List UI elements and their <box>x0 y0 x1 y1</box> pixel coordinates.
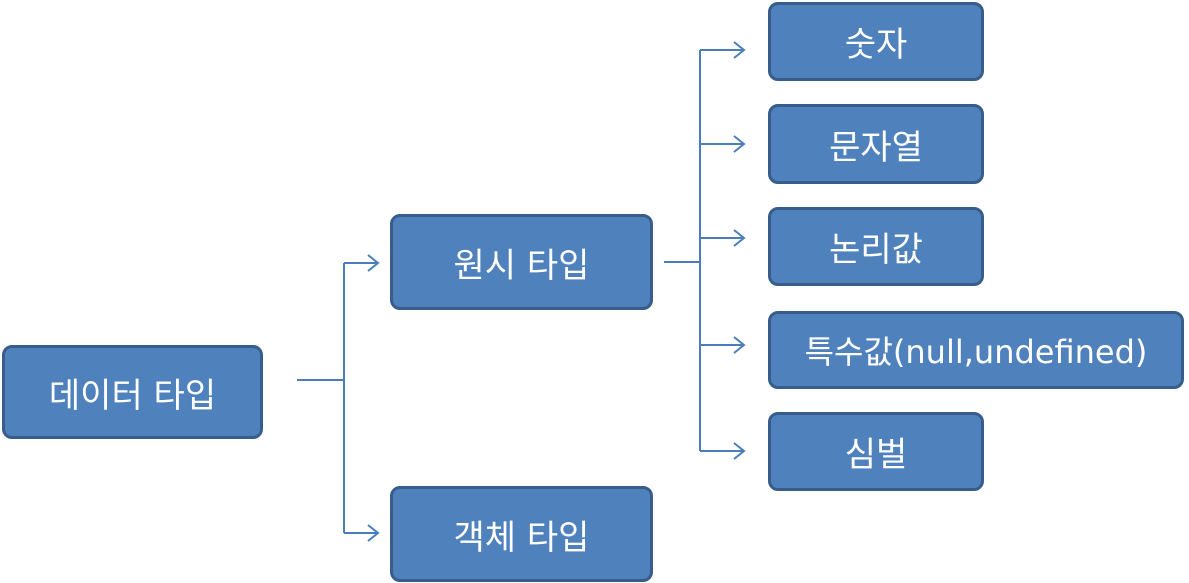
node-special-values: 특수값(null,undefined) <box>768 311 1184 389</box>
arrowhead-to-boolean <box>733 229 746 247</box>
node-number-label: 숫자 <box>844 25 908 65</box>
arrowhead-to-string <box>733 135 746 153</box>
node-boolean: 논리값 <box>768 207 984 286</box>
node-data-type-label: 데이터 타입 <box>48 375 217 416</box>
arrowhead-to-symbol <box>733 442 746 460</box>
node-symbol-label: 심벌 <box>844 435 908 475</box>
node-string-label: 문자열 <box>829 127 923 168</box>
node-object-type: 객체 타입 <box>390 486 653 582</box>
arrowhead-to-primitive <box>367 254 380 272</box>
arrowhead-to-object <box>367 524 380 542</box>
node-object-type-label: 객체 타입 <box>453 517 590 558</box>
arrowhead-to-number <box>733 41 746 59</box>
node-boolean-label: 논리값 <box>829 230 923 270</box>
node-symbol: 심벌 <box>768 412 984 491</box>
node-data-type: 데이터 타입 <box>2 345 263 439</box>
node-primitive-type: 원시 타입 <box>390 214 653 310</box>
arrowhead-to-special <box>733 336 746 354</box>
node-number: 숫자 <box>768 2 984 81</box>
node-special-values-label: 특수값(null,undefined) <box>804 333 1148 371</box>
node-primitive-type-label: 원시 타입 <box>453 245 590 286</box>
node-string: 문자열 <box>768 104 984 184</box>
